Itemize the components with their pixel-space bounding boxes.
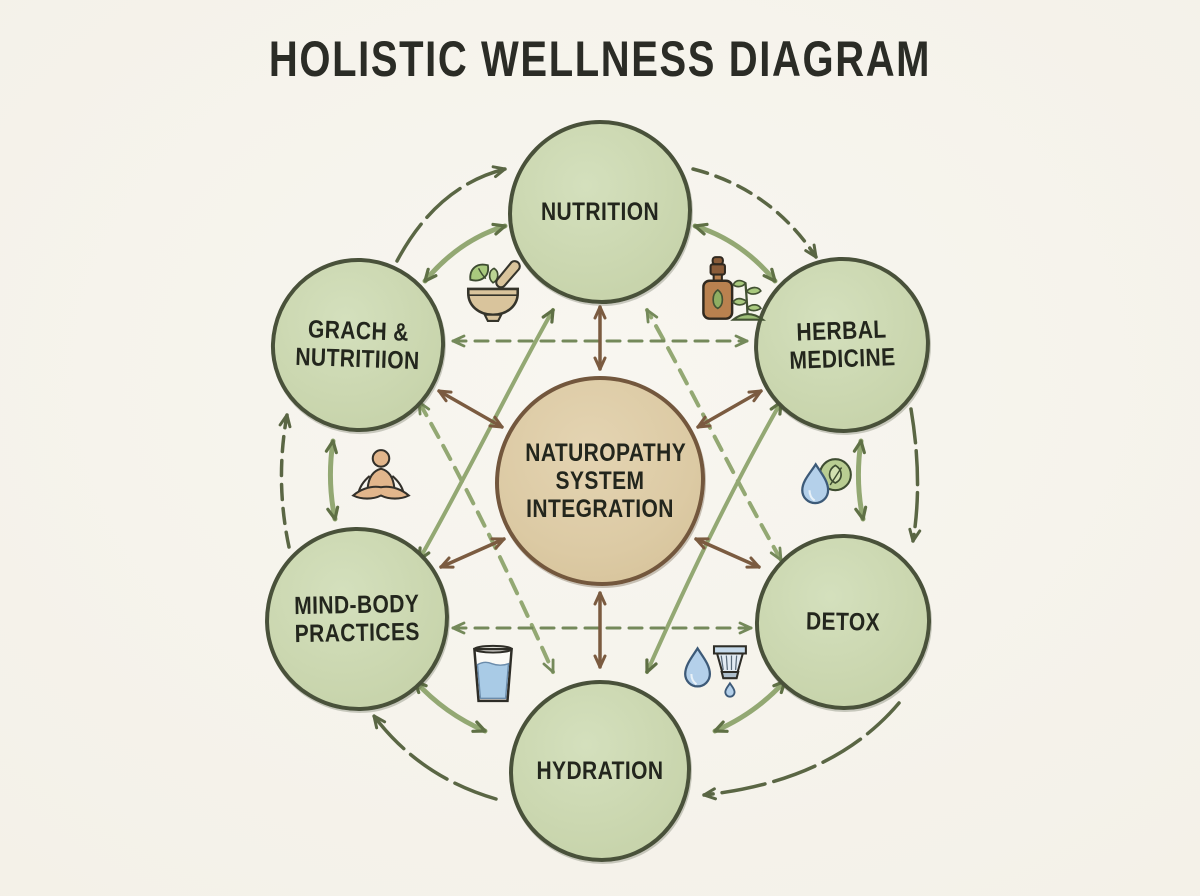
dashed-horizontal-arrows [451, 334, 753, 635]
arc-growth-to-nutrition [395, 165, 507, 263]
node-mind-body-label: MIND-BODY PRACTICES [293, 589, 421, 649]
node-growth-nutrition-label: GRACH & NUTRITIION [294, 315, 421, 376]
node-hydration: HYDRATION [509, 680, 691, 862]
arrow-growth-mindbody [324, 438, 340, 522]
arrow-growth-hydration [417, 400, 555, 674]
node-nutrition: NUTRITION [508, 120, 692, 304]
arrow-herbal-detox [852, 438, 868, 522]
node-center-naturopathy: NATUROPATHY SYSTEM INTEGRATION [495, 376, 705, 586]
node-nutrition-label: NUTRITION [540, 198, 660, 226]
arrow-nutrition-herbal [692, 222, 778, 284]
arc-hydration-to-mindbody [372, 714, 498, 801]
arrow-hydration-detox [712, 678, 788, 734]
herbal-tincture-bottle-plant-icon [702, 256, 766, 321]
water-glass-icon [473, 644, 513, 703]
page-title: HOLISTIC WELLNESS DIAGRAM [268, 31, 932, 87]
node-center-label: NATUROPATHY SYSTEM INTEGRATION [525, 439, 687, 523]
arc-mindbody-to-growth [278, 413, 292, 549]
outer-ring-arcs [278, 165, 922, 801]
arrow-mindbody-center [439, 537, 506, 569]
arrow-herbal-hydration [645, 400, 783, 674]
water-drop-leaf-icon [801, 458, 852, 505]
arrow-detox-center [694, 537, 761, 569]
adjacent-double-arrows [324, 222, 868, 734]
arrow-mindbody-hydration [412, 678, 488, 734]
arc-detox-to-hydration [702, 701, 901, 801]
mortar-and-pestle-icon [466, 260, 521, 322]
node-hydration-label: HYDRATION [536, 757, 664, 785]
arc-herbal-to-detox [908, 407, 922, 543]
arrow-herbal-center [696, 389, 763, 429]
meditating-person-icon [351, 449, 411, 500]
arrow-growth-nutrition [422, 222, 508, 284]
arrow-growth-center [437, 389, 504, 429]
node-detox-label: DETOX [805, 607, 881, 637]
center-radial-arrows [437, 305, 763, 669]
arc-nutrition-to-herbal [691, 167, 818, 259]
water-drop-filter-icon [684, 645, 747, 698]
node-herbal-medicine-label: HERBAL MEDICINE [789, 315, 896, 375]
